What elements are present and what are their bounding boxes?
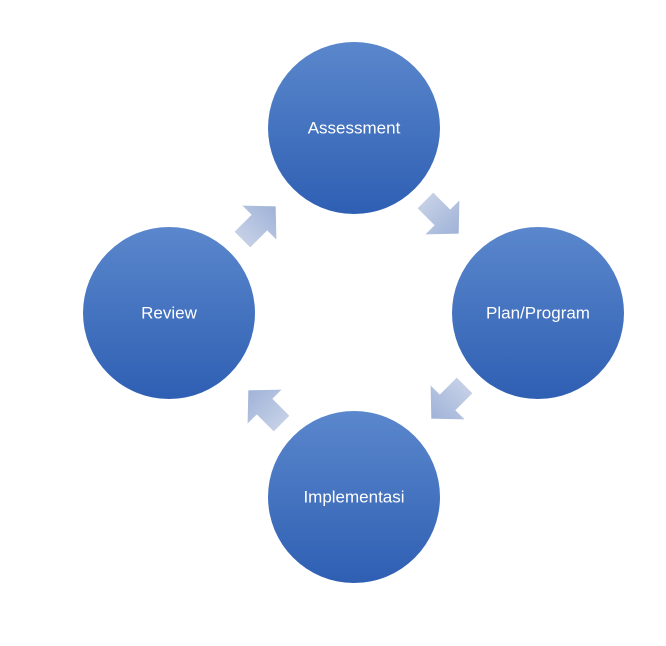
arrow-implementasi-to-review: [247, 389, 290, 432]
node-review: Review: [83, 227, 255, 399]
node-plan-circle: [452, 227, 624, 399]
node-review-circle: [83, 227, 255, 399]
cycle-arrows: [234, 192, 473, 432]
node-review-label: Review: [141, 304, 197, 323]
node-plan: Plan/Program: [452, 227, 624, 399]
node-plan-label: Plan/Program: [486, 304, 590, 323]
node-implementasi: Implementasi: [268, 411, 440, 583]
node-assessment: Assessment: [268, 42, 440, 214]
arrow-assessment-to-plan: [417, 192, 460, 235]
node-implementasi-circle: [268, 411, 440, 583]
arrow-review-to-assessment: [234, 205, 277, 248]
node-assessment-label: Assessment: [308, 119, 401, 138]
node-assessment-circle: [268, 42, 440, 214]
node-implementasi-label: Implementasi: [303, 488, 404, 507]
arrow-plan-to-implementasi: [430, 377, 473, 420]
